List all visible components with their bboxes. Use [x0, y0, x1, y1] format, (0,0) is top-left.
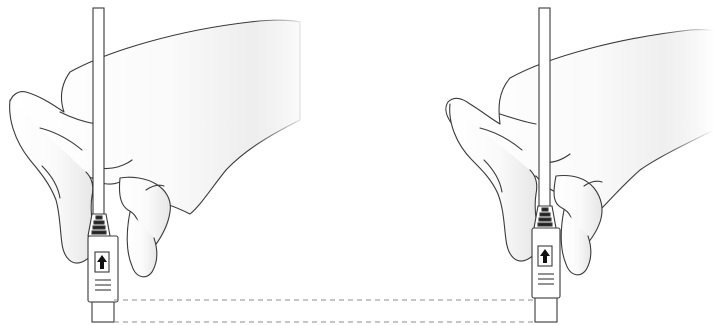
alignment-guides	[114, 300, 535, 322]
right-connector	[532, 206, 560, 322]
left-connector	[88, 214, 118, 322]
left-cable	[93, 8, 104, 216]
up-arrow-icon	[95, 252, 109, 272]
right-panel	[446, 8, 714, 322]
up-arrow-icon	[538, 246, 552, 266]
right-cable	[539, 8, 550, 208]
left-panel	[10, 8, 310, 322]
